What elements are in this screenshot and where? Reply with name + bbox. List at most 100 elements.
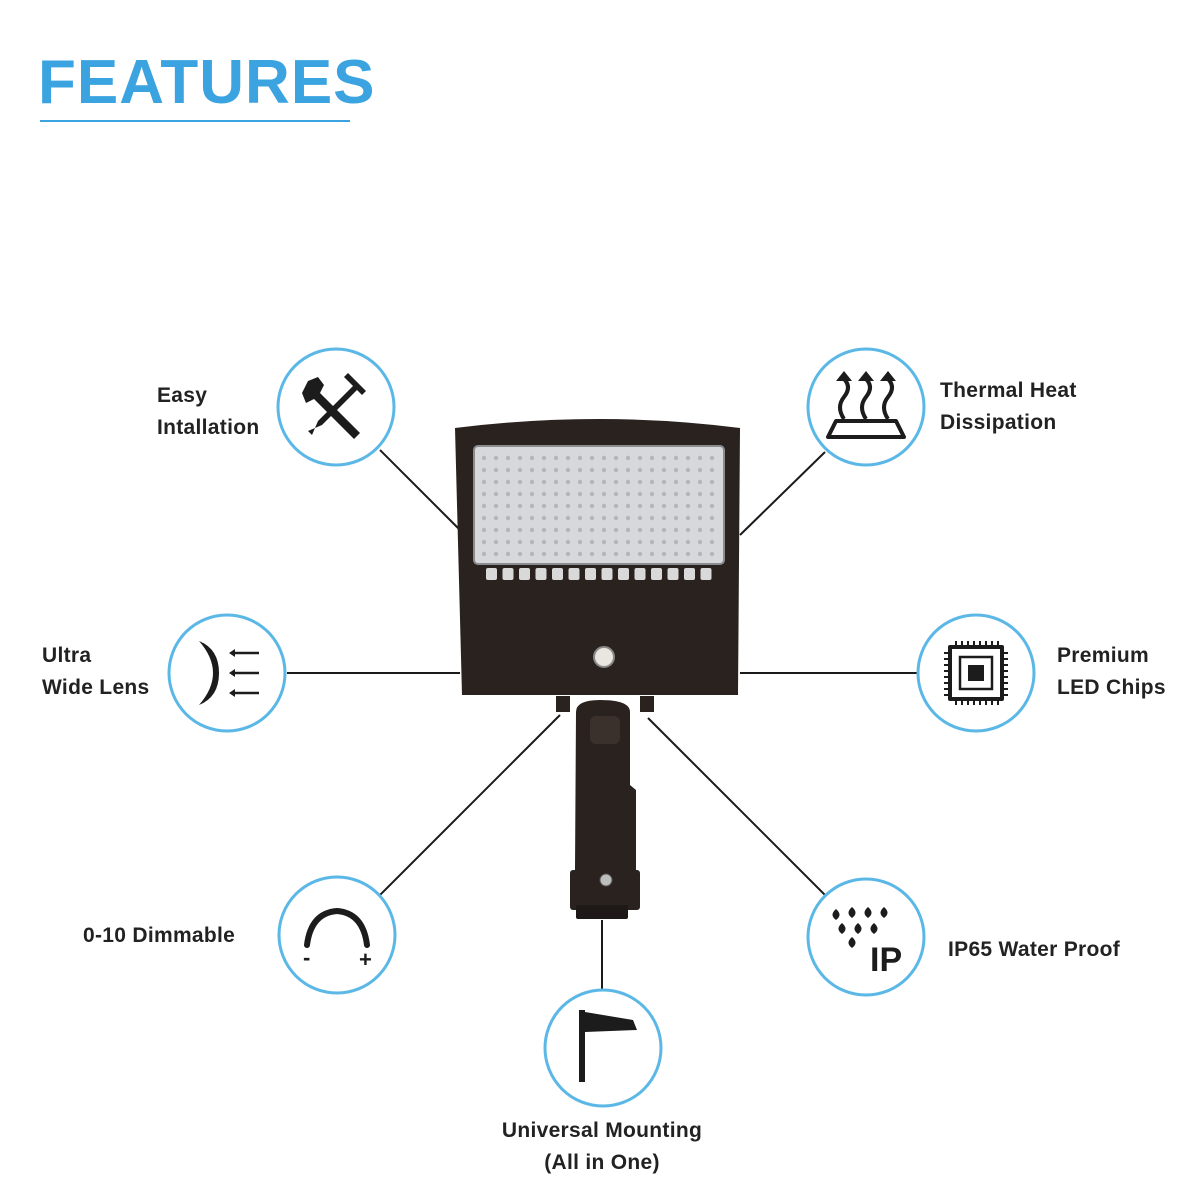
led-dot	[637, 539, 643, 545]
led-dot	[625, 539, 631, 545]
led-dot	[601, 503, 607, 509]
vent-slot	[618, 568, 629, 580]
led-dot	[577, 467, 583, 473]
led-dot	[649, 515, 655, 521]
led-dot	[529, 455, 535, 461]
led-dot	[565, 503, 571, 509]
led-dot	[649, 527, 655, 533]
led-dot	[505, 467, 511, 473]
led-dot	[625, 515, 631, 521]
chip-pin	[944, 670, 949, 672]
led-dot	[709, 455, 715, 461]
led-dot	[589, 491, 595, 497]
led-dot	[697, 491, 703, 497]
led-dot	[613, 491, 619, 497]
led-dot	[589, 515, 595, 521]
feature-circle-universal-mounting	[543, 988, 663, 1108]
heat-arrows-icon	[826, 371, 906, 439]
chip-pin	[1003, 664, 1008, 666]
led-dot	[529, 539, 535, 545]
led-dot	[553, 467, 559, 473]
led-dot	[637, 551, 643, 557]
led-dot	[697, 539, 703, 545]
led-dot	[589, 479, 595, 485]
vent-slot	[700, 568, 712, 580]
led-dot	[697, 455, 703, 461]
ip-glyph: IP	[870, 941, 902, 979]
led-dot	[685, 551, 691, 557]
led-dot	[541, 479, 547, 485]
chip-pin	[1003, 652, 1008, 654]
led-dot	[481, 503, 487, 509]
led-dot	[493, 491, 499, 497]
led-dot	[685, 491, 691, 497]
vent-slot	[568, 568, 580, 580]
led-dot	[517, 515, 523, 521]
chip-pin	[991, 641, 993, 646]
chip-pin	[997, 700, 999, 705]
led-dot	[481, 515, 487, 521]
led-dot	[649, 539, 655, 545]
led-dot	[661, 479, 667, 485]
led-dot	[601, 467, 607, 473]
led-dot	[625, 527, 631, 533]
led-dot	[517, 503, 523, 509]
led-dot	[505, 515, 511, 521]
led-dot	[661, 455, 667, 461]
bracket-tab-left	[556, 696, 570, 712]
vent-slot	[535, 568, 547, 580]
led-dot	[565, 515, 571, 521]
chip-pin	[944, 664, 949, 666]
chip-pin	[979, 700, 981, 705]
led-dot	[577, 551, 583, 557]
title-underline	[40, 120, 350, 122]
led-dot	[601, 515, 607, 521]
led-dot	[697, 551, 703, 557]
led-dot	[685, 479, 691, 485]
led-dot	[697, 503, 703, 509]
slipfitter	[570, 870, 640, 910]
led-dot	[517, 455, 523, 461]
led-dot	[685, 467, 691, 473]
led-dot	[517, 539, 523, 545]
led-dot	[661, 527, 667, 533]
led-dot	[661, 467, 667, 473]
led-dot	[565, 467, 571, 473]
led-dot	[517, 467, 523, 473]
led-dot	[565, 491, 571, 497]
dimmer-icon: - +	[303, 907, 372, 972]
led-dot	[565, 551, 571, 557]
led-dot	[565, 539, 571, 545]
label-dimmable: 0-10 Dimmable	[83, 924, 236, 947]
led-dot	[637, 479, 643, 485]
vent-slot	[651, 568, 662, 580]
led-dot	[517, 551, 523, 557]
led-dot	[553, 539, 559, 545]
water-drop	[854, 923, 862, 934]
led-dot	[481, 479, 487, 485]
vent-slot	[486, 568, 497, 580]
wrench-screwdriver-icon	[302, 373, 366, 439]
led-dot	[541, 551, 547, 557]
chip-pin	[1003, 694, 1008, 696]
led-dot	[661, 503, 667, 509]
vent-slot	[634, 568, 646, 580]
led-dot	[493, 539, 499, 545]
led-dot	[613, 455, 619, 461]
led-dot	[601, 539, 607, 545]
led-dot	[565, 479, 571, 485]
label-universal-mounting: Universal Mounting(All in One)	[501, 1119, 703, 1174]
led-dot	[565, 455, 571, 461]
led-dot	[697, 527, 703, 533]
led-dot	[649, 479, 655, 485]
chip-pin	[985, 700, 987, 705]
feature-circle-dimmable	[277, 875, 397, 995]
connector-ip65	[647, 717, 826, 896]
chip-pin	[1003, 658, 1008, 660]
chip-pin	[944, 658, 949, 660]
led-dot	[589, 551, 595, 557]
led-dot	[709, 527, 715, 533]
vent-slot	[519, 568, 530, 580]
